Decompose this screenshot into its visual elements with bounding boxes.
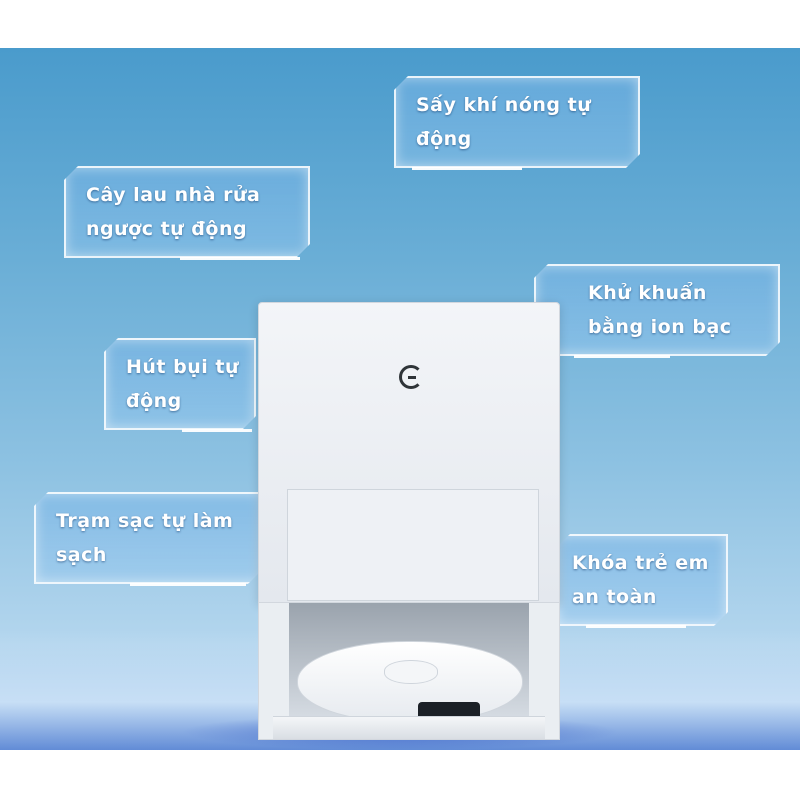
docking-ramp [273,716,545,739]
brand-logo-icon [399,365,423,389]
callout-text: Khóa trẻ em an toàn [572,552,709,608]
callout-text: Khử khuẩn bằng ion bạc [588,282,732,338]
water-tank-drawer [287,489,539,601]
callout-self-clean-station: Trạm sạc tự làm sạch [34,492,262,586]
docking-bay [258,602,560,740]
callout-auto-dust: Hút bụi tự động [104,338,256,432]
callout-text: Hút bụi tự động [126,356,239,412]
callout-child-lock: Khóa trẻ em an toàn [556,534,728,628]
callout-text: Cây lau nhà rửa ngược tự động [86,184,261,240]
callout-self-wash-mop: Cây lau nhà rửa ngược tự động [64,166,310,260]
robot-vacuum [297,641,523,730]
product-banner: Sấy khí nóng tự động Cây lau nhà rửa ngư… [0,48,800,750]
robot-vacuum-station [258,302,560,740]
lidar-turret [384,660,438,684]
callout-text: Trạm sạc tự làm sạch [56,510,234,566]
station-tower [258,302,560,604]
callout-text: Sấy khí nóng tự động [416,94,592,150]
callout-hot-air-drying: Sấy khí nóng tự động [394,76,640,170]
callout-silver-ion: Khử khuẩn bằng ion bạc [534,264,780,358]
